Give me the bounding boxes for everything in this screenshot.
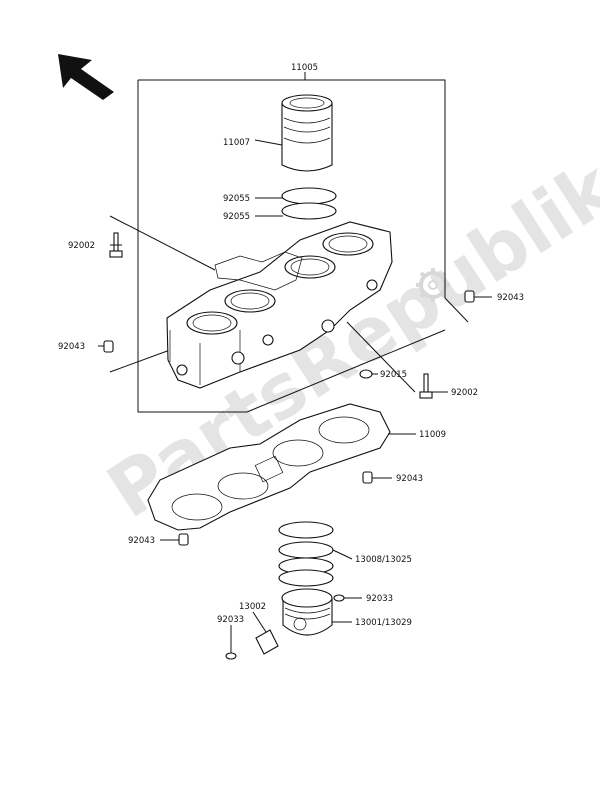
o-rings (255, 187, 337, 220)
part-label: 92043 (497, 293, 524, 303)
part-label: 92043 (58, 342, 85, 352)
head-gasket (147, 403, 391, 531)
leader-lines (98, 215, 492, 653)
part-label: 13008/13025 (355, 555, 412, 565)
part-label: 92033 (217, 615, 244, 625)
cylinder-liner (254, 94, 333, 172)
piston-pin (255, 629, 279, 655)
part-label: 92055 (223, 194, 250, 204)
bolt (419, 373, 433, 399)
part-label: 92002 (68, 241, 95, 251)
part-label: 11005 (291, 63, 318, 73)
bolt (109, 232, 123, 258)
part-label: 11009 (419, 430, 446, 440)
part-label: 13002 (239, 602, 266, 612)
part-label: 92033 (366, 594, 393, 604)
part-labels: 11005 11007 92055 92055 92002 92043 9204… (58, 63, 524, 628)
cylinder-block (166, 221, 393, 389)
part-label: 92015 (380, 370, 407, 380)
part-label: 92055 (223, 212, 250, 222)
part-label: 13001/13029 (355, 618, 412, 628)
part-label: 92002 (451, 388, 478, 398)
part-label: 11007 (223, 138, 250, 148)
part-label: 92043 (396, 474, 423, 484)
part-label: 92043 (128, 536, 155, 546)
piston (281, 588, 333, 636)
cylinder-group-frame (109, 72, 469, 413)
piston-rings (278, 521, 334, 587)
arrow-up-left-icon (58, 54, 114, 100)
